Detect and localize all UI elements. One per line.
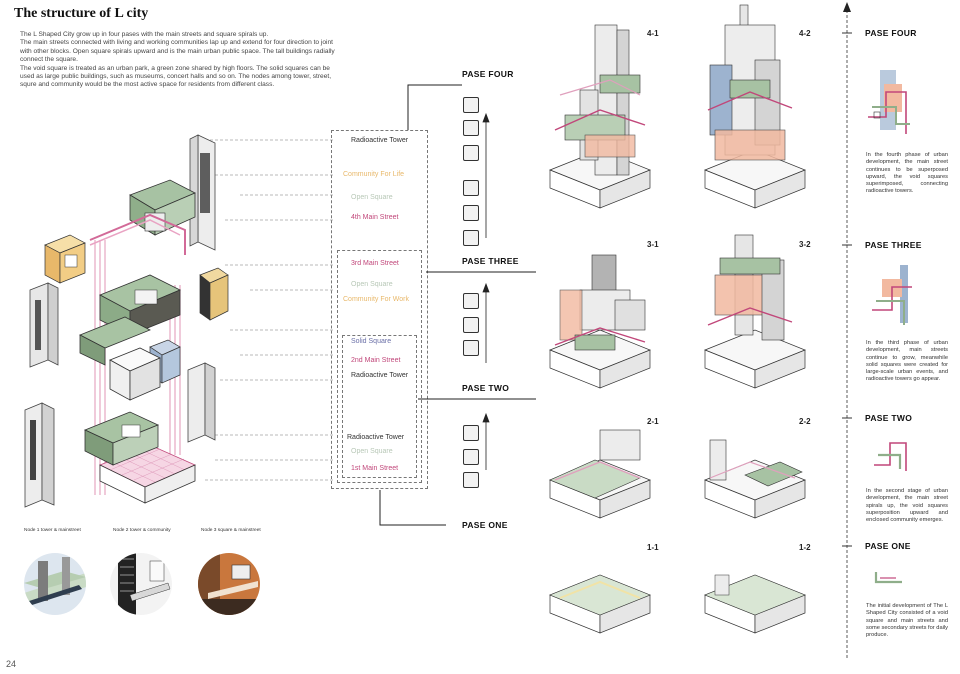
building-tag-2-1: 2-1 <box>647 417 659 426</box>
phase-connectors <box>379 84 536 526</box>
building-tag-2-2: 2-2 <box>799 417 811 426</box>
l-module-icon <box>463 425 479 441</box>
l-module-icon <box>463 97 479 113</box>
node-3-image <box>198 553 260 615</box>
flow-radioactive-tower: Radioactive Tower <box>351 372 409 379</box>
node-2-caption: Node 2 tower & community <box>113 528 171 533</box>
phase-label-three: PASE THREE <box>462 256 519 266</box>
building-tag-1-2: 1-2 <box>799 543 811 552</box>
intro-paragraph: The void square is treated as an urban p… <box>20 64 332 89</box>
phase-label-four: PASE FOUR <box>462 69 514 79</box>
building-tag-3-1: 3-1 <box>647 240 659 249</box>
phase-one-description: The initial development of The L Shaped … <box>866 603 948 639</box>
timeline-head-four: PASE FOUR <box>865 28 917 38</box>
phase-one-text: The initial development of The L Shaped … <box>866 603 948 639</box>
intro-text: The L Shaped City grow up in four pases … <box>20 31 340 90</box>
l-module-icon <box>463 120 479 136</box>
plan-diagram-four <box>868 70 910 134</box>
node-1-caption: Node 1 tower & mainstreet <box>24 528 81 533</box>
building-tag-4-1: 4-1 <box>647 29 659 38</box>
l-module-icon <box>463 145 479 161</box>
flow-solid-square: Solid Square <box>351 338 392 345</box>
l-module-icon <box>463 317 479 333</box>
l-module-icon <box>463 230 479 246</box>
phase-four-text: In the fourth phase of urban development… <box>866 152 948 195</box>
l-module-icon <box>463 449 479 465</box>
node-2-image <box>110 553 172 615</box>
phase-four-description: In the fourth phase of urban development… <box>866 152 948 196</box>
plan-diagram-three <box>872 265 912 325</box>
phase-label-one: PASE ONE <box>462 520 508 530</box>
flow-open-square: Open Square <box>351 448 393 455</box>
phase-building-models <box>549 4 806 634</box>
timeline-head-three: PASE THREE <box>865 240 922 250</box>
node-1-image <box>24 553 86 615</box>
phase-label-two: PASE TWO <box>462 383 510 393</box>
flow-community-for-life: Community For Life <box>343 171 405 178</box>
l-module-icon <box>463 472 479 488</box>
phase-three-text: In the third phase of urban development,… <box>866 340 948 383</box>
building-tag-3-2: 3-2 <box>799 240 811 249</box>
leader-lines <box>205 139 335 481</box>
building-tag-1-1: 1-1 <box>647 543 659 552</box>
building-tag-4-2: 4-2 <box>799 29 811 38</box>
l-module-icon <box>463 293 479 309</box>
timeline-head-one: PASE ONE <box>865 541 911 551</box>
intro-paragraph: The main streets connected with living a… <box>20 39 335 64</box>
node-3-caption: Node 3 square & mainstreet <box>201 528 261 533</box>
l-module-icon <box>463 205 479 221</box>
flow-1st-main-street: 1st Main Street <box>351 465 399 472</box>
flow-open-square: Open Square <box>351 194 393 201</box>
page-title: The structure of L city <box>14 6 149 21</box>
flowchart-inner <box>342 335 417 478</box>
timeline-head-two: PASE TWO <box>865 413 913 423</box>
phase-two-description: In the second stage of urban development… <box>866 488 948 524</box>
flowchart-middle <box>337 250 422 483</box>
phase-two-text: In the second stage of urban development… <box>866 488 948 524</box>
phase-three-description: In the third phase of urban development,… <box>866 340 948 384</box>
l-module-icon <box>463 340 479 356</box>
flow-community-for-work: Community For Work <box>343 296 409 303</box>
exploded-axonometric-diagram <box>24 134 335 508</box>
l-module-icon <box>463 180 479 196</box>
intro-paragraph: The L Shaped City grow up in four pases … <box>20 31 269 38</box>
flow-radioactive-tower: Radioactive Tower <box>351 137 409 144</box>
flow-radioactive-tower: Radioactive Tower <box>347 434 405 441</box>
plan-diagram-one <box>874 572 902 584</box>
flow-2nd-main-street: 2nd Main Street <box>351 357 401 364</box>
timeline-axis <box>842 2 852 660</box>
flow-4th-main-street: 4th Main Street <box>351 214 399 221</box>
page-number: 24 <box>6 659 17 669</box>
plan-diagram-two <box>874 442 907 471</box>
flow-3rd-main-street: 3rd Main Street <box>351 260 399 267</box>
flow-open-square: Open Square <box>351 281 393 288</box>
flowchart-outer <box>331 130 428 489</box>
